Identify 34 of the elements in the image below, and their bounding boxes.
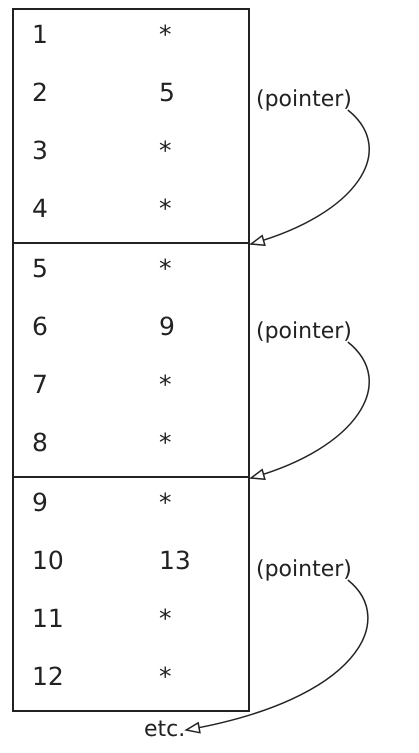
- slot-value: *: [159, 488, 172, 518]
- curved-arrow: [250, 109, 370, 246]
- slot-value: *: [159, 194, 172, 224]
- slot-value: 5: [159, 78, 175, 108]
- slot-number: 1: [32, 20, 48, 50]
- slot-value: *: [159, 662, 172, 692]
- slot-number: 6: [32, 312, 48, 342]
- curved-arrow: [186, 579, 369, 733]
- slot-value: *: [159, 428, 172, 458]
- slot-number: 7: [32, 370, 48, 400]
- text-label: (pointer): [256, 86, 352, 114]
- text-label: (pointer): [256, 556, 352, 584]
- slot-value: *: [159, 20, 172, 50]
- slot-number: 8: [32, 428, 48, 458]
- slot-value: 13: [159, 546, 191, 576]
- slot-number: 2: [32, 78, 48, 108]
- curved-arrow: [250, 341, 370, 480]
- slot-number: 5: [32, 254, 48, 284]
- slot-number: 4: [32, 194, 48, 224]
- slot-value: 9: [159, 312, 175, 342]
- slot-number: 10: [32, 546, 64, 576]
- slot-value: *: [159, 604, 172, 634]
- memory-block: [12, 242, 250, 478]
- slot-number: 12: [32, 662, 64, 692]
- slot-value: *: [159, 370, 172, 400]
- text-label: etc.: [144, 716, 186, 744]
- slot-number: 11: [32, 604, 64, 634]
- slot-number: 9: [32, 488, 48, 518]
- memory-block: [12, 8, 250, 244]
- text-label: (pointer): [256, 318, 352, 346]
- memory-block: [12, 476, 250, 712]
- slot-value: *: [159, 136, 172, 166]
- slot-number: 3: [32, 136, 48, 166]
- slot-value: *: [159, 254, 172, 284]
